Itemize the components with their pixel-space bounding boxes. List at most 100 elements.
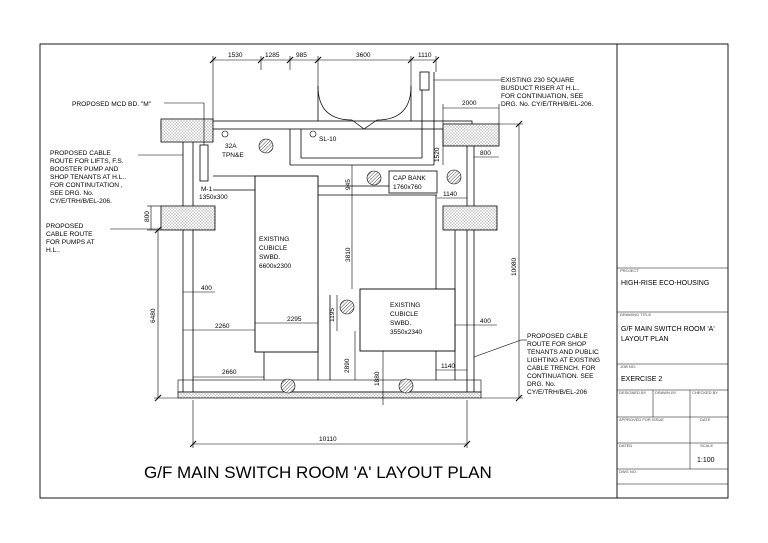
drawing-title-line-2: LAYOUT PLAN bbox=[621, 336, 669, 343]
pit-4 bbox=[339, 299, 355, 315]
label-tpn-32a: 32A bbox=[225, 143, 237, 150]
existing-cubicle-3550 bbox=[359, 288, 456, 352]
svg-text:CY/E/TRH/B/EL-206: CY/E/TRH/B/EL-206 bbox=[527, 389, 587, 396]
svg-text:SEE DRG. No.: SEE DRG. No. bbox=[50, 190, 94, 197]
job-value: EXERCISE 2 bbox=[621, 376, 662, 383]
title-block bbox=[617, 267, 728, 485]
svg-text:CABLE ROUTE: CABLE ROUTE bbox=[46, 231, 93, 238]
dim-1520: 1520 bbox=[434, 147, 441, 162]
dim-800-right: 800 bbox=[480, 150, 491, 157]
cap-bank bbox=[388, 170, 438, 194]
svg-text:EXISTING: EXISTING bbox=[390, 302, 420, 309]
svg-text:CABLE TRENCH. FOR: CABLE TRENCH. FOR bbox=[527, 365, 596, 372]
label-tpn-e: TPN&E bbox=[222, 152, 244, 159]
label-cubicle-6600: EXISTING CUBICLE SWBD. 6600x2300 bbox=[259, 236, 292, 270]
project-value: HIGH-RISE ECO-HOUSING bbox=[621, 280, 709, 287]
svg-text:CY/E/TRH/B/EL-206.: CY/E/TRH/B/EL-206. bbox=[50, 198, 112, 205]
sl-10-light bbox=[309, 130, 317, 138]
svg-text:CONTINUATION. SEE: CONTINUATION. SEE bbox=[527, 373, 594, 380]
plan-walls bbox=[182, 72, 475, 392]
date-caption: DATE bbox=[700, 417, 711, 422]
sheet-border bbox=[39, 43, 729, 499]
svg-text:CUBICLE: CUBICLE bbox=[390, 311, 419, 318]
svg-text:SWBD.: SWBD. bbox=[259, 254, 281, 261]
dim-1140-bottom: 1140 bbox=[441, 363, 455, 370]
svg-text:ROUTE FOR SHOP: ROUTE FOR SHOP bbox=[527, 341, 587, 348]
label-cap-bank-size: 1760x760 bbox=[393, 184, 422, 191]
label-sl-10: SL-10 bbox=[319, 136, 337, 143]
label-m1: M-1 bbox=[201, 186, 213, 193]
label-cap-bank: CAP BANK bbox=[393, 175, 426, 182]
approved-caption: APPROVED FOR ISSUE bbox=[619, 417, 664, 422]
dimension-ticks bbox=[154, 56, 523, 448]
dim-400-right: 400 bbox=[480, 318, 491, 325]
drawn-caption: DRAWN BY bbox=[655, 390, 677, 395]
svg-text:H.L..: H.L.. bbox=[46, 247, 60, 254]
dim-800-left: 800 bbox=[144, 211, 151, 222]
pit-1 bbox=[258, 138, 274, 154]
svg-text:CUBICLE: CUBICLE bbox=[259, 245, 288, 252]
dim-1195: 1195 bbox=[329, 308, 336, 322]
bottom-wall bbox=[177, 391, 482, 399]
svg-text:ROUTE FOR LIFTS, F.S.: ROUTE FOR LIFTS, F.S. bbox=[50, 158, 124, 165]
svg-text:FOR CONTINUATION, SEE: FOR CONTINUATION, SEE bbox=[501, 93, 584, 100]
drawing-title-caption: DRAWING TITLE bbox=[620, 312, 651, 317]
svg-text:3550x2340: 3550x2340 bbox=[390, 329, 423, 336]
svg-text:DRG. No. CY/E/TRH/B/EL-206.: DRG. No. CY/E/TRH/B/EL-206. bbox=[501, 101, 594, 108]
pit-3 bbox=[446, 169, 462, 185]
dim-2660: 2660 bbox=[222, 369, 237, 376]
project-caption: PROJECT bbox=[620, 268, 639, 273]
tpn-isolator bbox=[221, 130, 229, 138]
dim-10110: 10110 bbox=[319, 436, 337, 443]
svg-text:EXISTING: EXISTING bbox=[259, 236, 289, 243]
leader-lines bbox=[110, 79, 527, 358]
dim-985: 985 bbox=[296, 52, 307, 59]
dim-3810: 3810 bbox=[345, 247, 352, 262]
dated-caption: DATED bbox=[619, 443, 632, 448]
job-caption: JOB NO. bbox=[620, 364, 636, 369]
label-cubicle-3550: EXISTING CUBICLE SWBD. 3550x2340 bbox=[390, 302, 423, 336]
note-busduct: EXISTING 230 SQUARE BUSDUCT RISER AT H.L… bbox=[501, 77, 594, 108]
drawing-title: G/F MAIN SWITCH ROOM 'A' LAYOUT PLAN bbox=[144, 463, 492, 482]
designed-caption: DESIGNED BY bbox=[619, 390, 647, 395]
cable-trench bbox=[177, 379, 482, 393]
drawing-title-line-1: G/F MAIN SWITCH ROOM 'A' bbox=[621, 326, 715, 333]
dim-3600: 3600 bbox=[356, 52, 371, 59]
svg-text:DRG. No.: DRG. No. bbox=[527, 381, 556, 388]
svg-text:LIGHTING AT EXISTING: LIGHTING AT EXISTING bbox=[527, 357, 600, 364]
dwg-no-caption: DWG NO. bbox=[619, 469, 637, 474]
svg-text:SWBD.: SWBD. bbox=[390, 320, 412, 327]
svg-text:6600x2300: 6600x2300 bbox=[259, 263, 292, 270]
dim-6480: 6480 bbox=[150, 308, 157, 323]
svg-text:TENANTS AND PUBLIC: TENANTS AND PUBLIC bbox=[527, 349, 599, 356]
pit-5 bbox=[280, 378, 296, 394]
svg-text:PROPOSED: PROPOSED bbox=[46, 223, 84, 230]
dim-945: 945 bbox=[345, 179, 352, 190]
svg-text:PROPOSED CABLE: PROPOSED CABLE bbox=[50, 150, 111, 157]
svg-text:FOR PUMPS AT: FOR PUMPS AT bbox=[46, 239, 95, 246]
dim-1530: 1530 bbox=[228, 52, 243, 59]
svg-text:EXISTING 230 SQUARE: EXISTING 230 SQUARE bbox=[501, 77, 575, 84]
svg-text:PROPOSED CABLE: PROPOSED CABLE bbox=[527, 333, 588, 340]
column-top-right bbox=[442, 123, 500, 147]
dim-2260: 2260 bbox=[215, 323, 230, 330]
svg-text:SHOP TENANTS AT H.L..: SHOP TENANTS AT H.L.. bbox=[50, 174, 126, 181]
busduct-riser bbox=[419, 71, 430, 91]
door-swing bbox=[317, 85, 412, 130]
dim-1285: 1285 bbox=[265, 52, 280, 59]
dim-400-left: 400 bbox=[201, 285, 212, 292]
column-mid-right bbox=[442, 205, 498, 231]
column-mid-left bbox=[160, 205, 216, 231]
label-m1-size: 1350x300 bbox=[199, 194, 228, 201]
note-shop-tenants: PROPOSED CABLE ROUTE FOR SHOP TENANTS AN… bbox=[527, 333, 600, 396]
svg-text:FOR CONTINUTATION ,: FOR CONTINUTATION , bbox=[50, 182, 123, 189]
dim-2000: 2000 bbox=[462, 100, 477, 107]
pit-6 bbox=[398, 378, 414, 394]
note-lifts: PROPOSED CABLE ROUTE FOR LIFTS, F.S. BOO… bbox=[50, 150, 126, 205]
svg-text:BUSDUCT RISER AT H.L..: BUSDUCT RISER AT H.L.. bbox=[501, 85, 580, 92]
note-mcd: PROPOSED MCD BD. "M" bbox=[72, 101, 152, 108]
checked-caption: CHECKED BY bbox=[692, 390, 718, 395]
dim-1140-top: 1140 bbox=[443, 191, 457, 198]
mcd-board-m1 bbox=[199, 144, 209, 182]
